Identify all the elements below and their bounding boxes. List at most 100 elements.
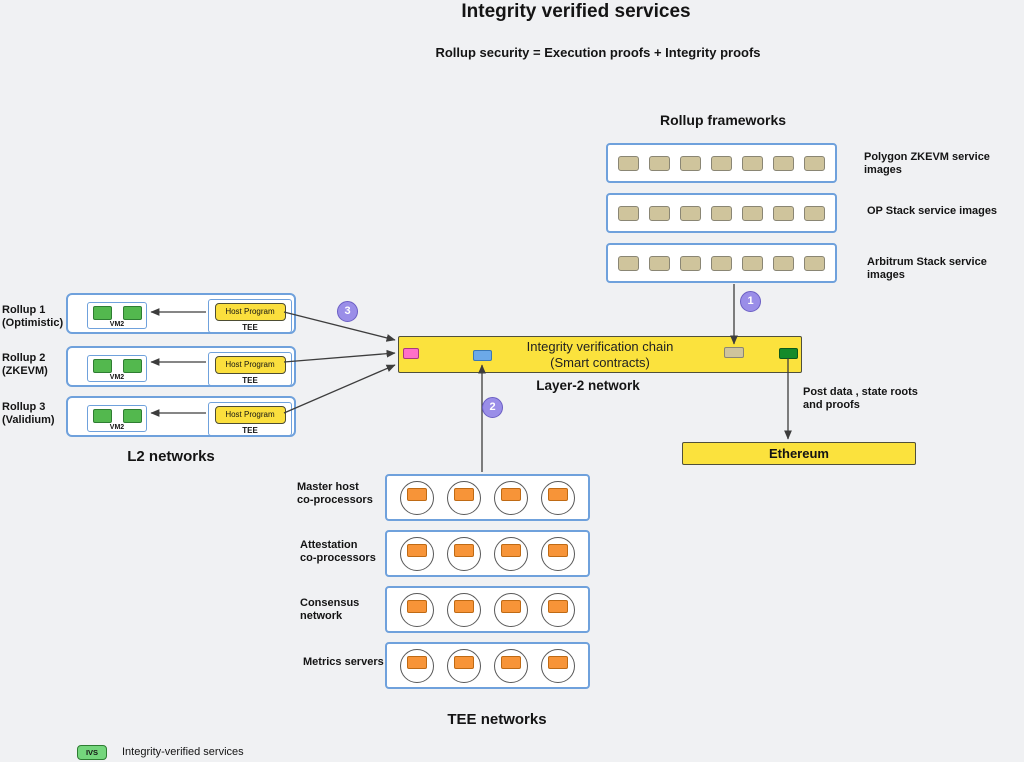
blue-port bbox=[473, 350, 492, 361]
tee-box: Host Program TEE bbox=[208, 352, 292, 386]
tee-networks-heading: TEE networks bbox=[447, 711, 547, 728]
rollup-frameworks-heading: Rollup frameworks bbox=[659, 112, 787, 128]
step-badge-1: 1 bbox=[740, 291, 761, 312]
page-title: Integrity verified services bbox=[461, 1, 691, 22]
tee-node bbox=[541, 592, 575, 627]
tee-node bbox=[447, 480, 481, 515]
service-image-chip bbox=[711, 155, 732, 171]
enclave-chip bbox=[548, 655, 568, 669]
vm-instance-chip bbox=[122, 359, 142, 373]
tee-label: TEE bbox=[242, 426, 258, 435]
vm2-box: VM2 bbox=[87, 355, 147, 382]
service-image-chip bbox=[618, 205, 639, 221]
integrity-verification-chain-bar: Integrity verification chain (Smart cont… bbox=[398, 336, 802, 373]
service-image-chip bbox=[680, 155, 701, 171]
tee-node bbox=[494, 480, 528, 515]
tee-node bbox=[494, 536, 528, 571]
service-image-chip bbox=[618, 255, 639, 271]
service-image-chip bbox=[618, 155, 639, 171]
polygon-zkevm-images-box bbox=[606, 143, 837, 183]
vm2-box: VM2 bbox=[87, 302, 147, 329]
enclave-chip bbox=[548, 599, 568, 613]
host-program-box: Host Program bbox=[214, 356, 286, 374]
tee-node bbox=[541, 480, 575, 515]
chain-title-line1: Integrity verification chain bbox=[526, 339, 674, 354]
vm-instance-chip bbox=[92, 359, 112, 373]
tee-node bbox=[400, 592, 434, 627]
host-program-box: Host Program bbox=[214, 303, 286, 321]
enclave-chip bbox=[501, 543, 521, 557]
enclave-chip bbox=[501, 655, 521, 669]
tee-node bbox=[447, 648, 481, 683]
enclave-chip bbox=[454, 487, 474, 501]
tee-node bbox=[400, 480, 434, 515]
tee-node bbox=[541, 536, 575, 571]
vm-instance-chip bbox=[122, 409, 142, 423]
rollup-3-box: VM2 Host Program TEE bbox=[66, 396, 296, 437]
tee-node bbox=[400, 648, 434, 683]
tan-port bbox=[724, 347, 744, 358]
enclave-chip bbox=[407, 655, 427, 669]
tee-node bbox=[541, 648, 575, 683]
metrics-servers-box bbox=[385, 642, 590, 689]
tee-node bbox=[494, 592, 528, 627]
master-host-coprocessors-label: Master host co-processors bbox=[297, 481, 373, 506]
l2-networks-heading: L2 networks bbox=[127, 448, 215, 465]
vm-instance-chip bbox=[122, 306, 142, 320]
green-port bbox=[779, 348, 798, 359]
op-stack-images-label: OP Stack service images bbox=[867, 205, 998, 217]
layer2-network-label: Layer-2 network bbox=[536, 378, 640, 393]
service-image-chip bbox=[649, 155, 670, 171]
tee-node bbox=[400, 536, 434, 571]
chain-title-line2: (Smart contracts) bbox=[550, 355, 650, 370]
service-image-chip bbox=[742, 205, 763, 221]
service-image-chip bbox=[649, 205, 670, 221]
vm-instance-chip bbox=[92, 306, 112, 320]
host-program-box: Host Program bbox=[214, 406, 286, 424]
page-subtitle: Rollup security = Execution proofs + Int… bbox=[435, 45, 761, 60]
consensus-network-label: Consensus network bbox=[300, 597, 360, 622]
service-image-chip bbox=[711, 205, 732, 221]
tee-label: TEE bbox=[242, 323, 258, 332]
service-image-chip bbox=[711, 255, 732, 271]
tee-node bbox=[447, 536, 481, 571]
vm2-box: VM2 bbox=[87, 405, 147, 432]
rollup-1-label: Rollup 1 (Optimistic) bbox=[2, 304, 64, 329]
enclave-chip bbox=[407, 543, 427, 557]
vm2-label: VM2 bbox=[109, 374, 125, 381]
master-host-coprocessors-box bbox=[385, 474, 590, 521]
step-badge-2: 2 bbox=[482, 397, 503, 418]
step-badge-3: 3 bbox=[337, 301, 358, 322]
enclave-chip bbox=[454, 655, 474, 669]
tee-box: Host Program TEE bbox=[208, 299, 292, 333]
enclave-chip bbox=[454, 543, 474, 557]
tee-label: TEE bbox=[242, 376, 258, 385]
ivs-legend-label: Integrity-verified services bbox=[122, 746, 244, 758]
rollup-2-label: Rollup 2 (ZKEVM) bbox=[2, 352, 48, 377]
rollup-1-box: VM2 Host Program TEE bbox=[66, 293, 296, 334]
ethereum-box: Ethereum bbox=[682, 442, 916, 465]
post-data-label: Post data , state roots and proofs bbox=[803, 386, 918, 411]
tee-box: Host Program TEE bbox=[208, 402, 292, 436]
arbitrum-stack-images-box bbox=[606, 243, 837, 283]
vm-instance-chip bbox=[92, 409, 112, 423]
service-image-chip bbox=[773, 205, 794, 221]
enclave-chip bbox=[454, 599, 474, 613]
service-image-chip bbox=[804, 155, 825, 171]
consensus-network-box bbox=[385, 586, 590, 633]
service-image-chip bbox=[773, 155, 794, 171]
service-image-chip bbox=[804, 205, 825, 221]
tee-node bbox=[494, 648, 528, 683]
service-image-chip bbox=[742, 255, 763, 271]
ivs-legend-badge: IVS bbox=[77, 745, 107, 760]
attestation-coprocessors-box bbox=[385, 530, 590, 577]
service-image-chip bbox=[804, 255, 825, 271]
vm2-label: VM2 bbox=[109, 424, 125, 431]
enclave-chip bbox=[548, 487, 568, 501]
service-image-chip bbox=[680, 205, 701, 221]
enclave-chip bbox=[548, 543, 568, 557]
enclave-chip bbox=[501, 487, 521, 501]
vm2-label: VM2 bbox=[109, 321, 125, 328]
enclave-chip bbox=[407, 487, 427, 501]
